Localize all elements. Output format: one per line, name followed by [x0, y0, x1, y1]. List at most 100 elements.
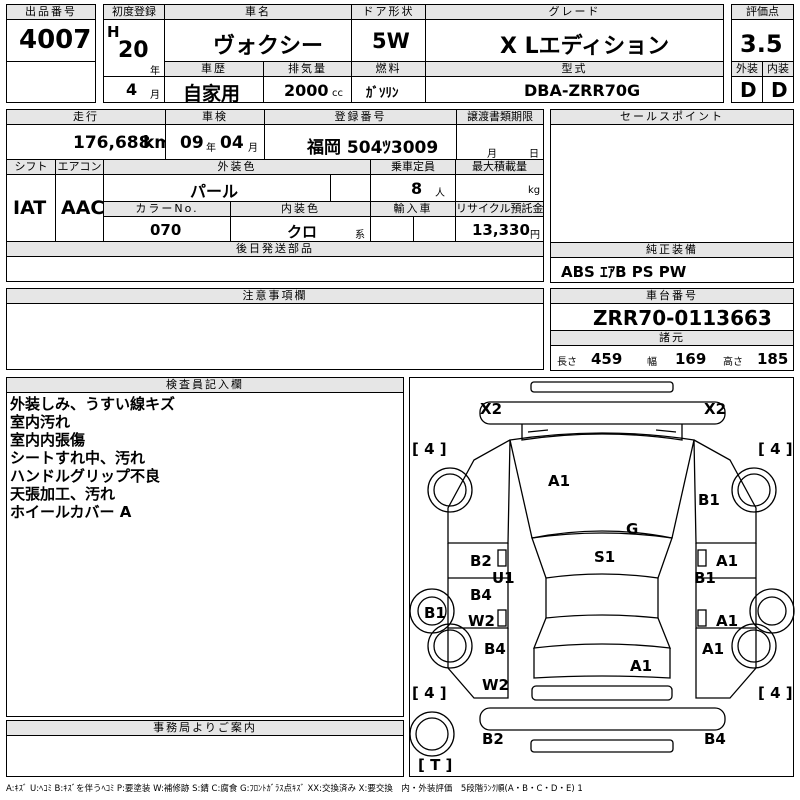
insp-month: 04: [220, 133, 244, 153]
color-cell: パール: [103, 174, 331, 202]
dims-cell: 長さ 459 幅 169 高さ 185: [550, 345, 794, 371]
mark-b4-bumper-right: B4: [704, 730, 726, 748]
chassis-number: ZRR70-0113663: [593, 306, 772, 330]
caution-label: 注意事項欄: [6, 288, 544, 304]
mark-b1-right-fender: B1: [698, 491, 720, 509]
chassis-label: 車台番号: [550, 288, 794, 304]
recycle-cell: 13,330 円: [455, 216, 544, 242]
mark-a1-right-rear: A1: [702, 640, 725, 658]
int-color-cell: クロ 系: [230, 216, 371, 242]
ac-label: エアコン: [55, 159, 104, 175]
capacity: 8: [411, 179, 423, 198]
inspector-remarks: 外装しみ、うすい線キズ 室内汚れ 室内内張傷 シートすれ中、汚れ ハンドルグリッ…: [6, 392, 404, 717]
door-type: 5W: [372, 29, 410, 53]
color-no: 070: [150, 221, 182, 239]
first-reg-cell: H 20 年: [103, 19, 165, 77]
color-label: 外装色: [103, 159, 371, 175]
mark-g-windshield: G: [626, 520, 639, 538]
shift: IAT: [13, 197, 47, 219]
score: 3.5: [740, 30, 783, 58]
grade-cell: X Lエディション: [425, 19, 724, 62]
int-label: 内装: [762, 61, 794, 77]
car-diagram: [410, 381, 795, 757]
capacity-label: 乗車定員: [370, 159, 456, 175]
width: 169: [675, 350, 707, 368]
chassis-cell: ZRR70-0113663: [550, 303, 794, 331]
displacement-cell: 2000 cc: [263, 76, 352, 103]
office-cell: [6, 735, 404, 777]
remark-line: シートすれ中、汚れ: [10, 449, 146, 467]
displacement-unit: cc: [332, 88, 343, 99]
transfer-month: 月: [487, 149, 497, 160]
score-label: 評価点: [731, 4, 794, 20]
mark-tire-4-tr: [ 4 ]: [758, 440, 793, 458]
remark-line: ホイールカバー A: [10, 503, 132, 521]
car-name-label: 車名: [164, 4, 352, 20]
history: 自家用: [183, 83, 241, 103]
equipment-cell: ABS ｴｱB PS PW: [550, 257, 794, 283]
insp-year-unit: 年: [206, 143, 216, 154]
lot-label: 出品番号: [6, 4, 96, 20]
equipment-label: 純正装備: [550, 242, 794, 258]
era-letter: H: [107, 23, 120, 41]
model: DBA-ZRR70G: [524, 81, 641, 100]
import-cell-a: [370, 216, 414, 242]
reg-number-cell: 福岡 504ﾂ3009: [264, 124, 457, 160]
mark-b4-left-rear: B4: [484, 640, 506, 658]
remark-line: ハンドルグリップ不良: [10, 467, 161, 485]
import-cell-b: [413, 216, 456, 242]
door-label: ドア形状: [351, 4, 426, 20]
dims-label: 諸元: [550, 330, 794, 346]
color-extra-cell: [330, 174, 371, 202]
first-reg-month-cell: 4 月: [103, 76, 165, 103]
car-name-cell: ヴォクシー: [164, 19, 352, 62]
mark-u1: U1: [492, 569, 515, 587]
fuel-label: 燃料: [351, 61, 426, 77]
mark-x2-right: X2: [704, 400, 727, 418]
shift-cell: IAT: [6, 174, 56, 242]
inspection-cell: 09 年 04 月: [165, 124, 265, 160]
load-cell: kg: [455, 174, 544, 202]
reg-number-label: 登録番号: [264, 109, 457, 125]
displacement: 2000: [284, 81, 329, 100]
caution-cell: [6, 303, 544, 370]
mark-x2-left: X2: [480, 400, 503, 418]
mark-b4-left: B4: [470, 586, 492, 604]
ext-score: D: [740, 78, 757, 102]
legend: A:ｷｽﾞ U:ﾍｺﾐ B:ｷｽﾞを伴うﾍｺﾐ P:要塗装 W:補修跡 S:錆 …: [6, 784, 583, 794]
int-score: D: [771, 78, 788, 102]
inspection-label: 車検: [165, 109, 265, 125]
remark-line: 天張加工、汚れ: [10, 485, 116, 503]
reg-number: 福岡 504ﾂ3009: [307, 138, 439, 158]
length-label: 長さ: [557, 357, 577, 368]
int-color-label: 内装色: [230, 201, 371, 217]
sales-point-label: セールスポイント: [550, 109, 794, 125]
ext-label: 外装: [731, 61, 763, 77]
inspector-label: 検査員記入欄: [6, 377, 404, 393]
shift-label: シフト: [6, 159, 56, 175]
int-cell: D: [762, 76, 794, 103]
height-label: 高さ: [723, 357, 743, 368]
mark-b1-left: B1: [424, 604, 446, 622]
fuel-cell: ｶﾞｿﾘﾝ: [351, 76, 426, 103]
model-cell: DBA-ZRR70G: [425, 76, 724, 103]
length: 459: [591, 350, 623, 368]
capacity-cell: 8 人: [370, 174, 456, 202]
mark-a1-right-rear-door: A1: [716, 612, 739, 630]
transfer-day: 日: [529, 149, 539, 160]
model-label: 型式: [425, 61, 724, 77]
grade: X Lエディション: [500, 34, 670, 59]
mark-a1-hood: A1: [548, 472, 571, 490]
load-unit: kg: [528, 185, 541, 196]
mark-b1-right-door: B1: [694, 569, 716, 587]
later-parts-label: 後日発送部品: [6, 241, 544, 257]
door-cell: 5W: [351, 19, 426, 62]
reg-month: 4: [126, 80, 138, 99]
reg-year: 20: [118, 38, 149, 63]
lot-blank-cell: [6, 61, 96, 103]
mileage-cell: 176,688 km: [6, 124, 166, 160]
mark-tire-4-br: [ 4 ]: [758, 684, 793, 702]
ac-cell: AAC: [55, 174, 104, 242]
office-label: 事務局よりご案内: [6, 720, 404, 736]
fuel: ｶﾞｿﾘﾝ: [366, 86, 399, 101]
